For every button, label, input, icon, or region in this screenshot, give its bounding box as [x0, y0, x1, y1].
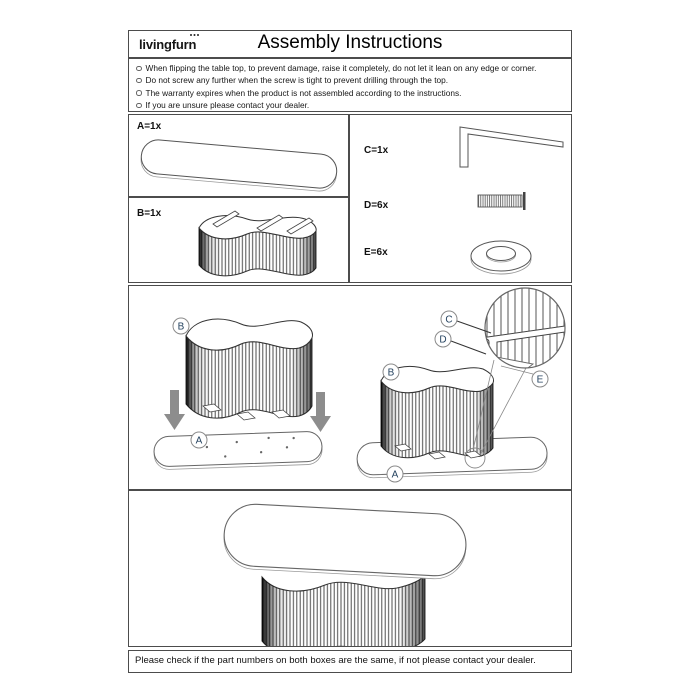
callout-line	[479, 367, 527, 456]
bullet-icon	[136, 77, 142, 84]
label-c-circled: C	[440, 310, 458, 328]
callout-line	[472, 359, 495, 451]
footer-box: Please check if the part numbers on both…	[128, 650, 572, 673]
hardware-parts-drawing	[459, 126, 564, 275]
parts-cde-box: C=1x D=6x E=6x	[349, 114, 572, 283]
svg-text:B: B	[388, 368, 395, 379]
part-d-label: D=6x	[364, 200, 389, 211]
l-bracket-drawing	[459, 126, 564, 168]
notice-text: The warranty expires when the product is…	[145, 87, 462, 98]
base-part-drawing	[198, 210, 317, 277]
svg-text:B: B	[178, 322, 185, 333]
brand-logo: livingfurn	[139, 34, 197, 52]
svg-text:A: A	[196, 436, 203, 447]
assembled-table-box	[128, 490, 572, 647]
label-a-circled: A	[386, 465, 404, 483]
table-top-part-drawing	[140, 139, 338, 192]
step-place-base: B A	[153, 317, 331, 470]
part-e-label: E=6x	[364, 247, 388, 258]
part-a-box: A=1x	[128, 114, 349, 197]
header-box: livingfurn Assembly Instructions	[128, 30, 572, 58]
notice-item: If you are unsure please contact your de…	[134, 99, 566, 111]
label-b-circled: B	[382, 363, 400, 381]
assembled-table-drawing	[223, 503, 467, 646]
screw-holes	[205, 436, 295, 458]
svg-text:E: E	[537, 375, 544, 386]
assembly-steps-box: B A	[128, 285, 572, 490]
leader-line-e	[500, 365, 534, 375]
notice-item: The warranty expires when the product is…	[134, 87, 566, 99]
part-b-label: B=1x	[137, 208, 162, 219]
detail-source-circle	[464, 447, 486, 469]
notice-text: Do not screw any further when the screw …	[145, 75, 449, 86]
part-b-box: B=1x	[128, 197, 349, 283]
label-e-circled: E	[531, 370, 549, 388]
notice-text: If you are unsure please contact your de…	[145, 100, 310, 111]
table-top-upside-down	[153, 431, 323, 470]
page-title: Assembly Instructions	[257, 32, 443, 53]
screw-drawing	[477, 192, 526, 210]
step-fasten-base: C D E B A	[356, 287, 566, 483]
notice-item: Do not screw any further when the screw …	[134, 74, 566, 86]
base-feet	[202, 403, 291, 421]
part-a-label: A=1x	[137, 121, 162, 132]
label-a-circled: A	[190, 431, 208, 449]
detail-circle-outline	[484, 287, 566, 369]
warning-notice-box: When flipping the table top, to prevent …	[128, 58, 572, 112]
washer-drawing	[470, 240, 532, 275]
label-b-circled: B	[172, 317, 190, 335]
notice-text: When flipping the table top, to prevent …	[145, 63, 537, 73]
svg-text:D: D	[439, 335, 446, 346]
bullet-icon	[136, 90, 142, 96]
part-c-label: C=1x	[364, 145, 389, 156]
svg-text:C: C	[445, 315, 452, 326]
bullet-icon	[136, 65, 142, 71]
label-d-circled: D	[434, 330, 452, 348]
table-top-drawing	[223, 503, 467, 580]
mounting-brackets	[212, 210, 314, 235]
leader-line-c	[456, 320, 492, 334]
base-feet	[394, 443, 482, 460]
leader-line-d	[450, 340, 487, 355]
bullet-icon	[136, 102, 142, 109]
arrow-down-icon	[164, 390, 185, 430]
logo-dots-icon	[190, 34, 193, 36]
instruction-sheet: livingfurn Assembly Instructions When fl…	[128, 30, 572, 673]
brand-logo-text: livingfurn	[139, 37, 197, 52]
notice-item: When flipping the table top, to prevent …	[134, 62, 566, 74]
svg-text:A: A	[392, 470, 399, 481]
arrow-down-icon	[310, 392, 331, 432]
footer-text: Please check if the part numbers on both…	[135, 655, 536, 666]
assembly-steps-drawing: B A	[153, 287, 566, 483]
